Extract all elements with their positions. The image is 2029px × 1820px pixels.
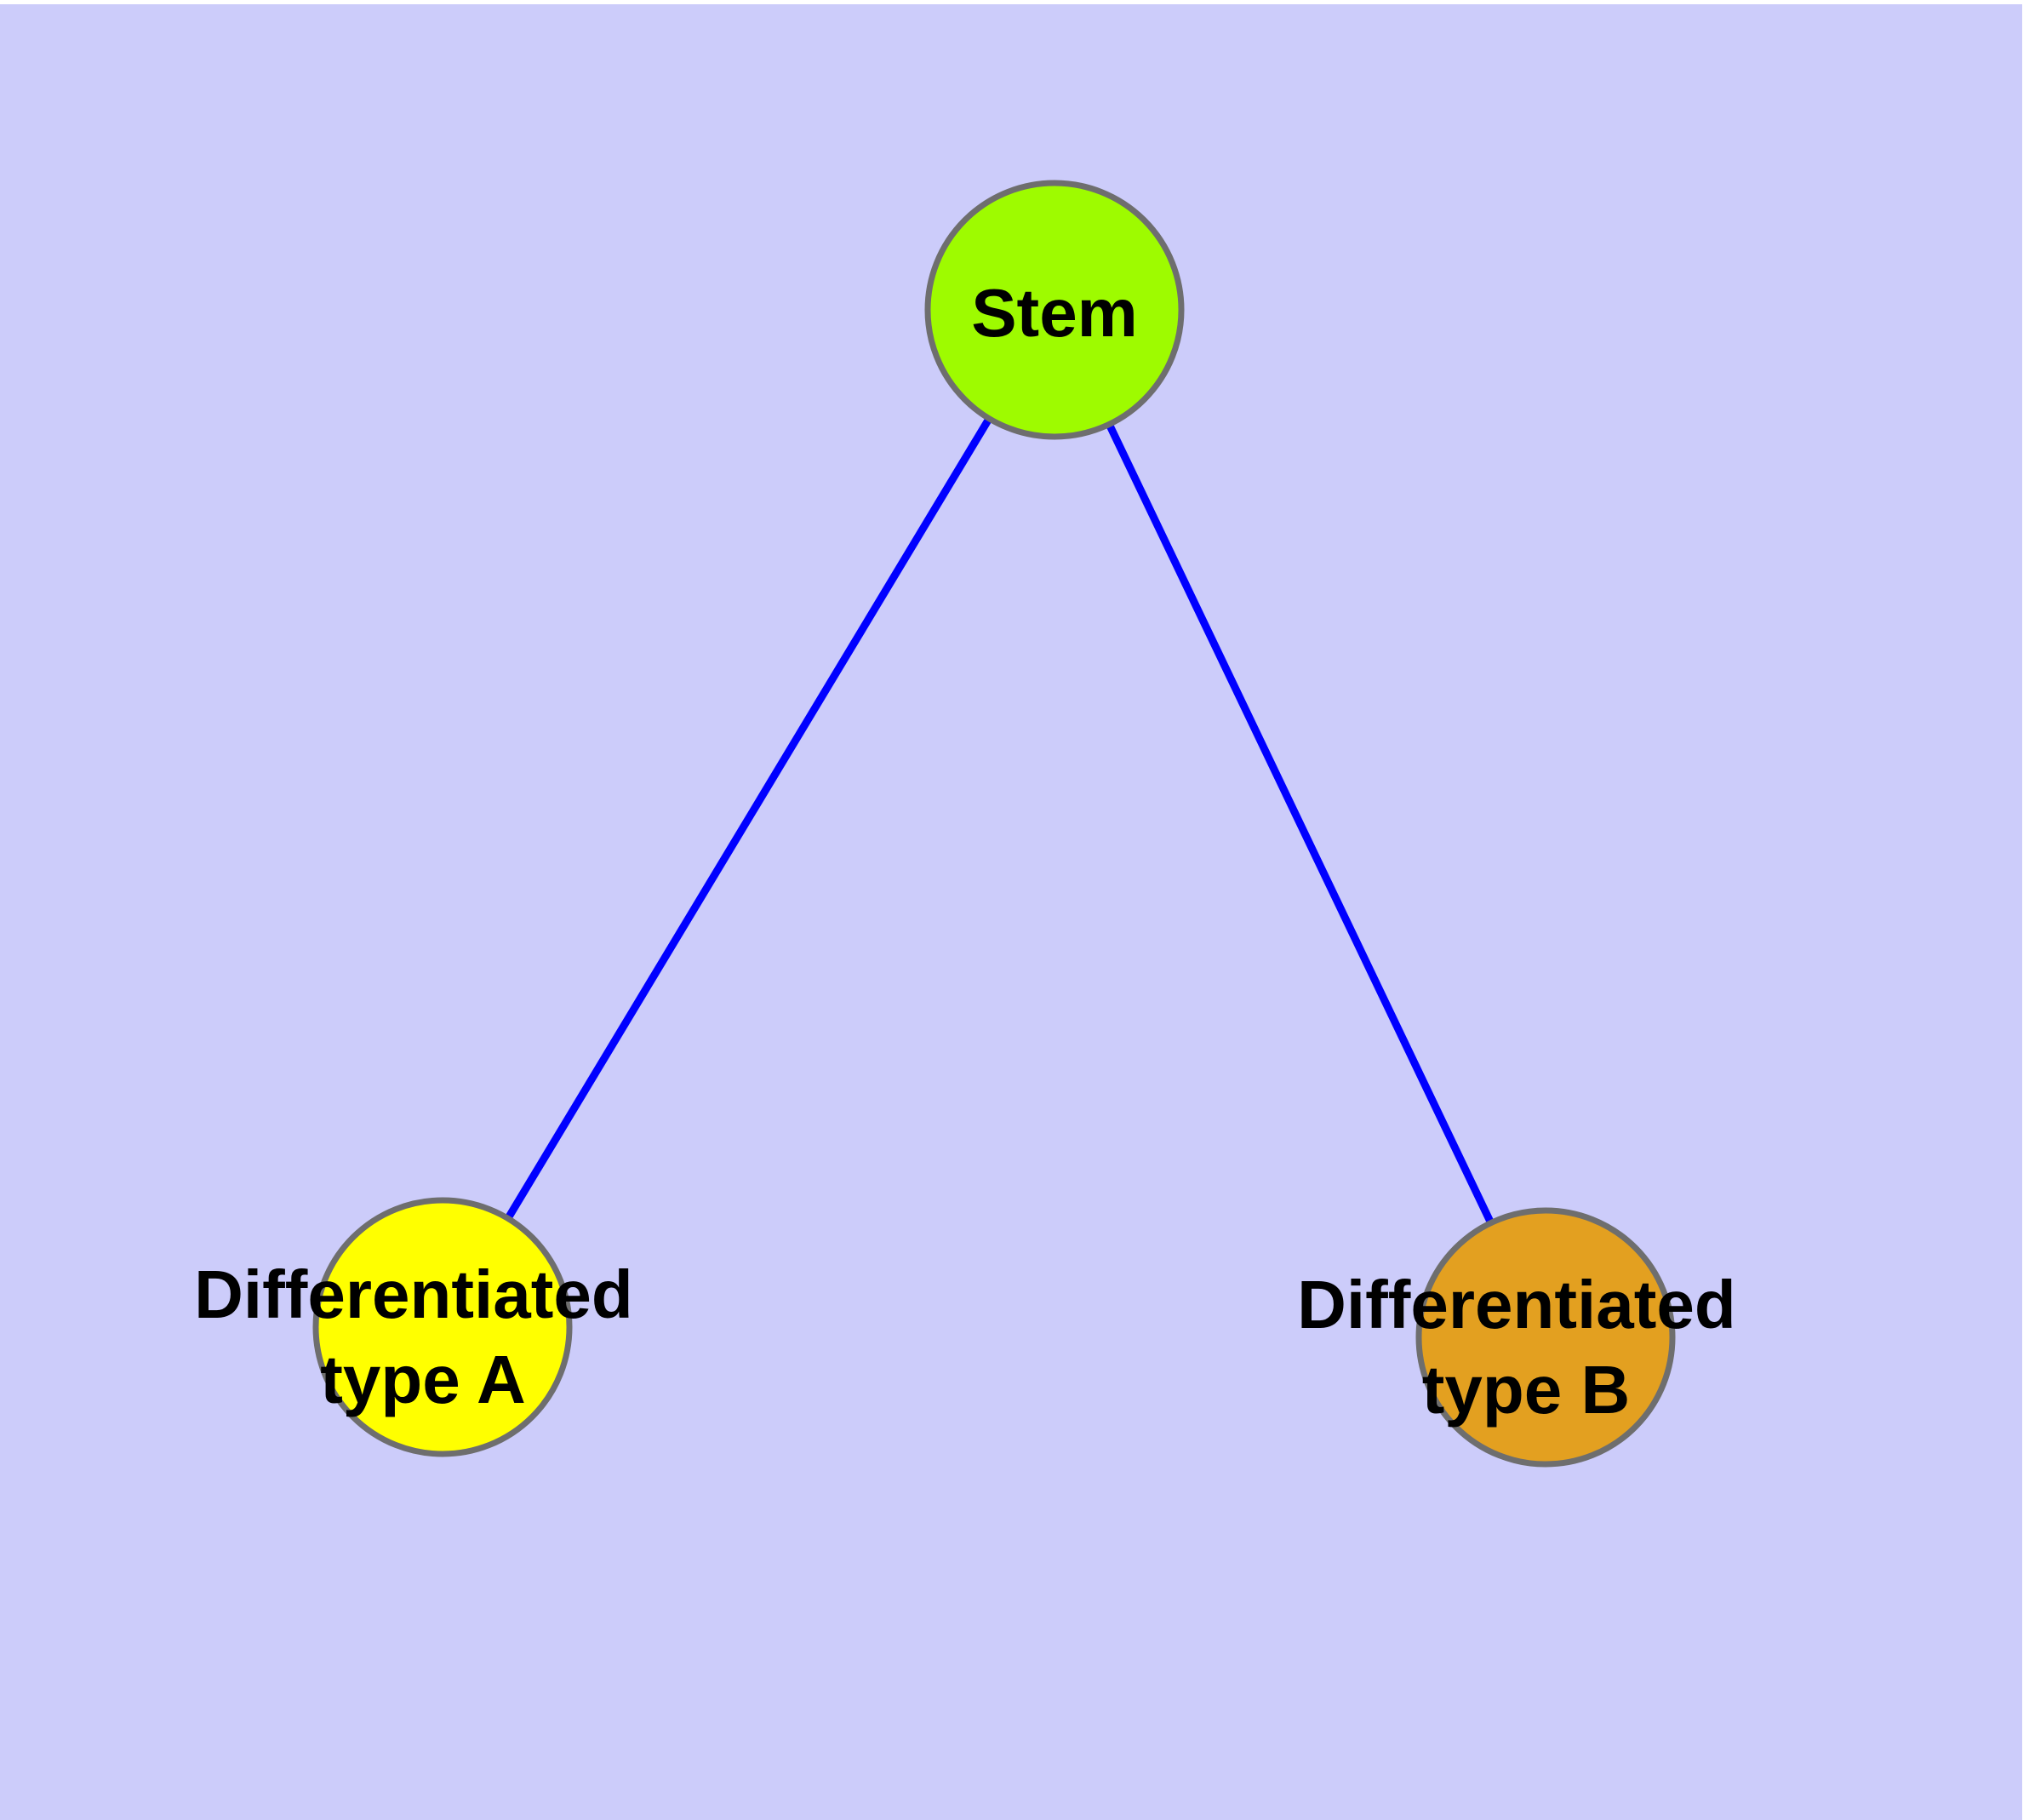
node-layer: Stem Differentiated type A Differentiate…: [194, 180, 1755, 1468]
node-stem[interactable]: Stem: [924, 180, 1185, 440]
node-differentiated-type-b-label-line-1: Differentiated: [1297, 1267, 1736, 1342]
node-stem-label-line-1: Stem: [971, 275, 1138, 351]
node-differentiated-type-a[interactable]: Differentiated type A: [194, 1197, 652, 1457]
edge-layer: [439, 307, 1550, 1339]
node-differentiated-type-b[interactable]: Differentiated type B: [1297, 1207, 1755, 1468]
node-stem-circle[interactable]: [924, 180, 1185, 440]
node-differentiated-type-b-label-line-2: type B: [1422, 1352, 1631, 1428]
node-differentiated-type-b-circle[interactable]: [1415, 1207, 1676, 1468]
edge-stem-to-differentiated-type-b[interactable]: [1050, 308, 1550, 1339]
node-differentiated-type-b-label: Differentiated type B: [1297, 1267, 1755, 1428]
diagram-canvas: Stem Differentiated type A Differentiate…: [0, 4, 2022, 1820]
graph-svg: Stem Differentiated type A Differentiate…: [194, 180, 1755, 1468]
node-differentiated-type-a-label: Differentiated type A: [194, 1256, 652, 1417]
edge-stem-to-differentiated-type-a[interactable]: [439, 307, 1058, 1330]
node-differentiated-type-a-label-line-1: Differentiated: [194, 1256, 633, 1332]
node-differentiated-type-a-label-line-2: type A: [320, 1342, 526, 1417]
node-differentiated-type-a-circle[interactable]: [312, 1197, 573, 1457]
node-stem-label: Stem: [971, 275, 1138, 351]
